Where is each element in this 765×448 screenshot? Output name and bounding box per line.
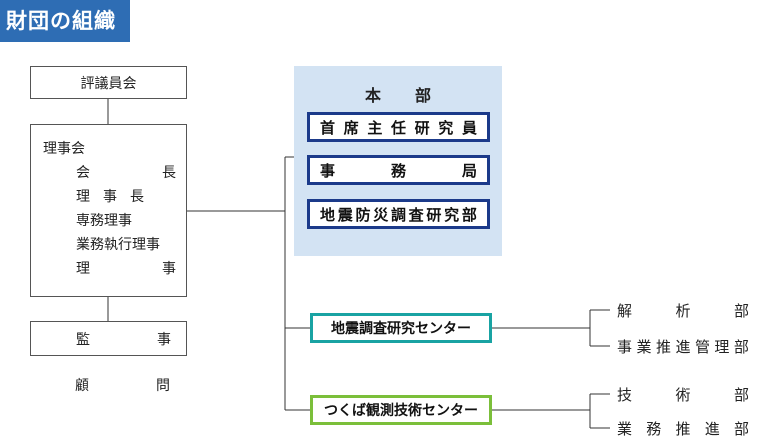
board-member-president: 理 事 長 — [76, 189, 144, 205]
tsukuba-center-label: つくば観測技術センター — [324, 403, 478, 419]
research-center-box: 地震調査研究センター — [310, 313, 492, 343]
research-division-promotion: 事 業 推 進 管 理 部 — [617, 338, 749, 356]
tsukuba-division-operations: 業 務 推 進 部 — [617, 420, 749, 438]
board-member-director: 理 事 — [76, 261, 176, 277]
tsukuba-division-technology: 技 術 部 — [617, 386, 749, 404]
auditor-label: 監 事 — [76, 331, 171, 348]
board-member-chair: 会 長 — [76, 165, 176, 181]
board-member-executive-director: 専務理事 — [76, 213, 132, 229]
board-heading: 理事会 — [43, 141, 85, 157]
board-box: 理事会 会 長 理 事 長 専務理事 業務執行理事 理 事 — [30, 124, 187, 297]
hq-disaster-prevention-box: 地 震 防 災 調 査 研 究 部 — [307, 199, 490, 229]
council-label: 評議員会 — [80, 75, 137, 92]
page-title: 財団の組織 — [0, 0, 130, 42]
advisor-label: 顧 問 — [75, 378, 170, 394]
council-box: 評議員会 — [30, 66, 187, 99]
research-center-label: 地震調査研究センター — [331, 321, 471, 337]
board-member-managing-director: 業務執行理事 — [76, 237, 160, 253]
hq-secretariat-box: 事 務 局 — [307, 155, 490, 185]
auditor-box: 監 事 — [30, 321, 187, 356]
research-division-analysis: 解 析 部 — [617, 302, 749, 320]
headquarters-title: 本部 — [364, 86, 432, 105]
hq-chief-researcher-box: 首 席 主 任 研 究 員 — [307, 112, 490, 142]
tsukuba-center-box: つくば観測技術センター — [310, 395, 492, 425]
